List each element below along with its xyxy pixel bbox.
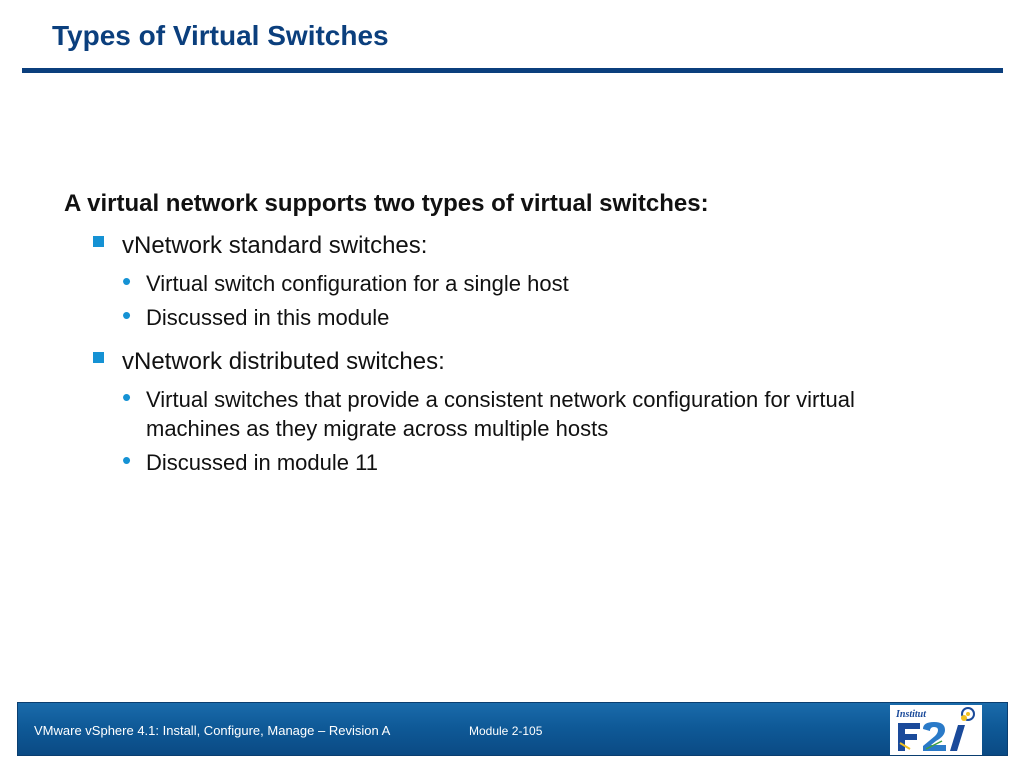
bullet-text: Virtual switches that provide a consiste… — [146, 387, 855, 441]
round-bullet-icon: • — [122, 382, 132, 412]
footer-page-number: Module 2-105 — [469, 724, 543, 738]
lead-text: A virtual network supports two types of … — [64, 190, 709, 217]
bullet-text: Virtual switch configuration for a singl… — [146, 271, 569, 296]
slide-content: A virtual network supports two types of … — [64, 186, 944, 477]
title-divider — [22, 68, 1003, 73]
footer-course-title: VMware vSphere 4.1: Install, Configure, … — [34, 723, 391, 738]
bullet-text: Discussed in module 11 — [146, 450, 378, 475]
round-bullet-icon: • — [122, 266, 132, 296]
footer-bar: VMware vSphere 4.1: Install, Configure, … — [17, 702, 1008, 756]
bullet-item: • Virtual switch configuration for a sin… — [122, 267, 944, 298]
f2i-logo-icon: Institut — [890, 705, 982, 755]
square-bullet-icon — [93, 236, 104, 247]
bullet-item: • Discussed in module 11 — [122, 446, 944, 477]
round-bullet-icon: • — [122, 445, 132, 475]
section-heading-standard: vNetwork standard switches: — [93, 228, 944, 264]
section-heading-text: vNetwork standard switches: — [122, 232, 428, 259]
bullet-item: • Discussed in this module — [122, 301, 944, 332]
bullet-item: • Virtual switches that provide a consis… — [122, 383, 944, 443]
round-bullet-icon: • — [122, 300, 132, 330]
svg-text:Institut: Institut — [895, 709, 927, 720]
section-heading-distributed: vNetwork distributed switches: — [93, 344, 944, 380]
bullet-text: Discussed in this module — [146, 305, 390, 330]
square-bullet-icon — [93, 352, 104, 363]
page-title: Types of Virtual Switches — [52, 20, 389, 51]
section-heading-text: vNetwork distributed switches: — [122, 348, 445, 375]
